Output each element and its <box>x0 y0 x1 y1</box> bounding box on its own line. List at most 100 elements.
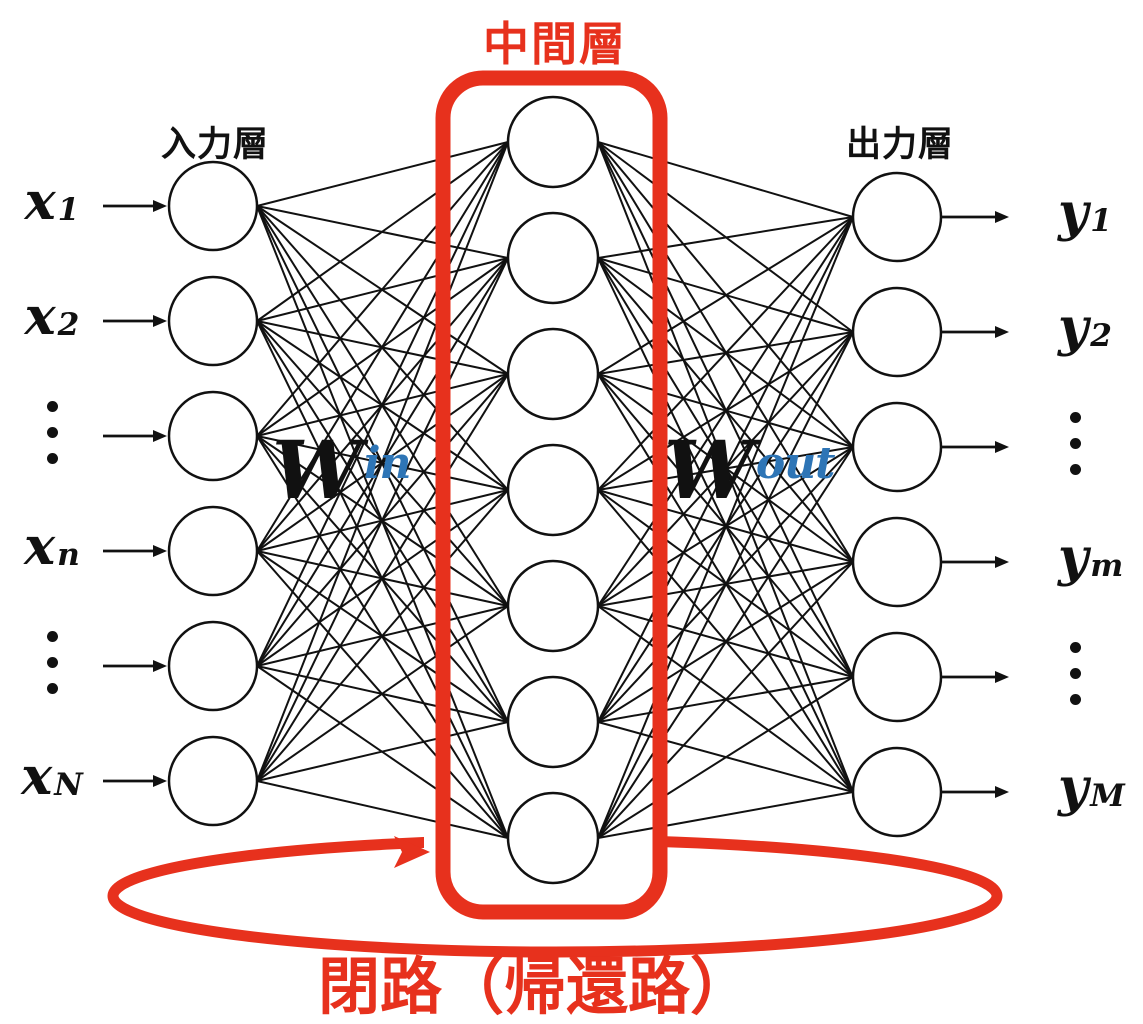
connection-line-hidden-output <box>597 446 854 839</box>
var-base: y <box>1058 297 1089 358</box>
hidden-layer-box <box>435 70 668 920</box>
dot <box>1070 437 1081 449</box>
var-base: x <box>24 286 56 347</box>
output-arrowhead-icon <box>995 786 1009 798</box>
connection-line-hidden-output <box>597 216 854 723</box>
connection-line-hidden-output <box>597 216 854 375</box>
hidden-node-circle-3 <box>506 327 600 421</box>
vertical-ellipsis-dots <box>1070 641 1081 705</box>
dot <box>46 426 58 438</box>
var-subscript: 1 <box>1090 203 1112 240</box>
dot <box>1070 667 1081 679</box>
connection-line-input-hidden <box>256 721 509 782</box>
weight-in-label: Win <box>272 430 412 510</box>
connection-line-input-hidden <box>256 141 509 322</box>
weight-out-label: Wout <box>664 430 836 510</box>
weight-in-base: W <box>272 423 362 517</box>
feedback-loop-label: 閉路（帰還路） <box>317 950 752 1023</box>
connection-line-input-hidden <box>256 141 509 437</box>
dot <box>1070 693 1081 705</box>
var-subscript: 2 <box>57 307 80 344</box>
output-node-circle-1 <box>851 171 943 263</box>
hidden-node-circle-4 <box>506 443 600 537</box>
dot <box>1070 463 1081 475</box>
feedback-loop-arrowhead-icon <box>394 836 430 868</box>
dot <box>46 452 58 464</box>
connection-line-input-hidden <box>256 141 509 667</box>
connection-line-input-hidden <box>256 605 509 782</box>
dot <box>1070 641 1081 653</box>
input-node-circle-5 <box>167 620 259 712</box>
input-node-circle-1 <box>167 160 259 252</box>
output-node-circle-4 <box>851 516 943 608</box>
input-node-circle-3 <box>167 390 259 482</box>
var-subscript: n <box>57 537 80 574</box>
var-base: y <box>1058 182 1089 243</box>
connection-line-hidden-output <box>597 331 854 839</box>
output-arrowhead-icon <box>995 671 1009 683</box>
connection-line-hidden-output <box>597 216 854 259</box>
var-subscript: M <box>1090 778 1125 815</box>
input-arrowhead-icon <box>153 775 167 787</box>
hidden-node-circle-5 <box>506 559 600 653</box>
input-node-circle-6 <box>167 735 259 827</box>
connection-line-hidden-output <box>597 791 854 839</box>
weight-out-superscript: out <box>755 438 836 490</box>
hidden-layer-title: 中間層 <box>483 17 627 71</box>
input-layer-title: 入力層 <box>160 125 269 165</box>
connection-line-input-hidden <box>256 141 509 782</box>
hidden-node-circle-1 <box>506 95 600 189</box>
var-base: x <box>24 171 56 232</box>
connection-line-input-hidden <box>256 141 509 552</box>
input-arrowhead-icon <box>153 430 167 442</box>
vertical-ellipsis-icon <box>1050 627 1143 719</box>
connection-line-input-hidden <box>256 373 509 782</box>
output-arrowhead-icon <box>995 441 1009 453</box>
dot <box>46 630 58 642</box>
connection-line-hidden-output <box>597 216 854 607</box>
output-node-circle-5 <box>851 631 943 723</box>
connection-line-hidden-output <box>597 676 854 839</box>
var-base: x <box>24 516 56 577</box>
hidden-node-circle-6 <box>506 675 600 769</box>
dot <box>46 682 58 694</box>
output-layer-title: 出力層 <box>845 125 954 165</box>
var-subscript: m <box>1090 548 1124 585</box>
vertical-ellipsis-icon <box>0 616 104 708</box>
var-subscript: 2 <box>1090 318 1112 355</box>
var-subscript: 1 <box>57 192 80 229</box>
connection-line-input-hidden <box>256 257 509 782</box>
weight-in-superscript: in <box>363 438 412 490</box>
input-arrowhead-icon <box>153 200 167 212</box>
dot <box>46 400 58 412</box>
connection-line-hidden-output <box>597 216 854 491</box>
vertical-ellipsis-icon <box>0 386 104 478</box>
input-node-circle-4 <box>167 505 259 597</box>
connection-line-input-hidden <box>256 141 509 207</box>
var-subscript: N <box>54 767 83 804</box>
input-arrowhead-icon <box>153 315 167 327</box>
var-base: x <box>21 746 53 807</box>
dot <box>1070 411 1081 423</box>
output-arrowhead-icon <box>995 211 1009 223</box>
connection-line-input-hidden <box>256 780 509 839</box>
dot <box>46 656 58 668</box>
connection-line-hidden-output <box>597 141 854 218</box>
output-node-circle-6 <box>851 746 943 838</box>
input-arrowhead-icon <box>153 545 167 557</box>
vertical-ellipsis-dots <box>1070 411 1081 475</box>
output-arrowhead-icon <box>995 326 1009 338</box>
output-node-circle-2 <box>851 286 943 378</box>
input-arrowhead-icon <box>153 660 167 672</box>
connection-line-hidden-output <box>597 561 854 839</box>
